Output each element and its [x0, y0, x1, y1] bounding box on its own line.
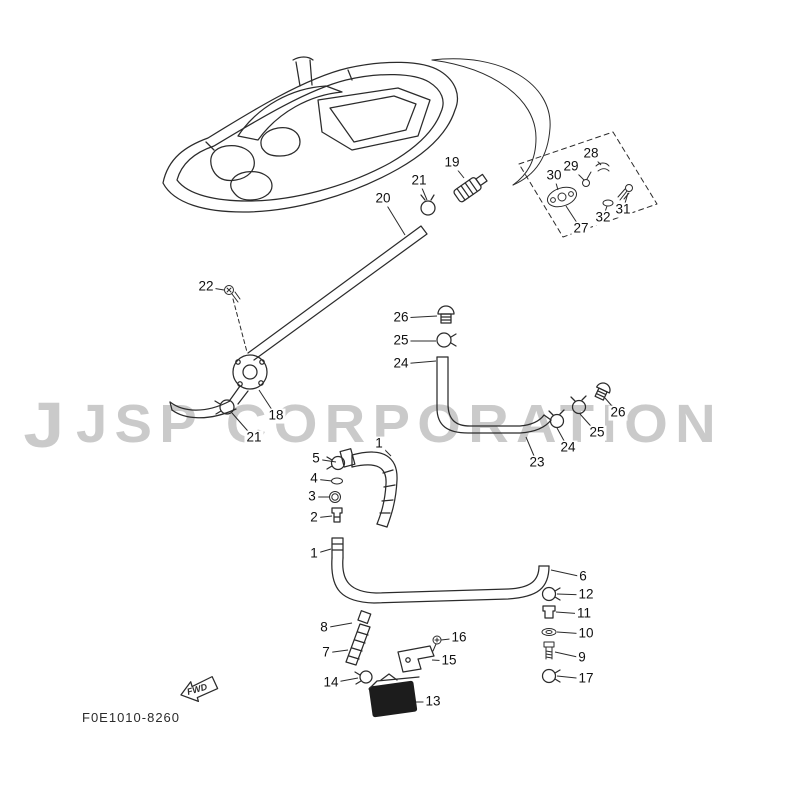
callout-24[interactable]: 24	[391, 355, 411, 372]
part-13-box	[368, 673, 420, 718]
part-12-clamp	[541, 586, 561, 602]
part-14-clamp	[354, 670, 373, 685]
callout-11[interactable]: 11	[574, 605, 594, 622]
callout-14[interactable]: 14	[321, 674, 341, 691]
callout-23[interactable]: 23	[527, 454, 547, 471]
part-29-fitting	[582, 171, 592, 187]
part-1-elbow-hose	[339, 448, 398, 528]
cable-swoosh	[431, 58, 551, 186]
part-16-screw	[432, 635, 442, 652]
part-8-fitting	[357, 610, 372, 625]
engine-hatch	[317, 87, 431, 151]
callout-1[interactable]: 1	[373, 435, 385, 452]
callout-12[interactable]: 12	[576, 586, 596, 603]
callout-29[interactable]: 29	[561, 158, 581, 175]
callout-4[interactable]: 4	[308, 470, 320, 487]
detail-box	[518, 131, 658, 238]
windshield	[237, 85, 343, 141]
callout-24[interactable]: 24	[558, 439, 578, 456]
part-9-bolt	[543, 641, 555, 660]
callout-31[interactable]: 31	[613, 201, 633, 218]
main-hose	[331, 557, 550, 604]
part-31-bolt	[617, 184, 633, 201]
part-15-bracket	[397, 645, 435, 673]
callout-10[interactable]: 10	[576, 625, 596, 642]
part-2-fitting	[331, 507, 343, 523]
part-28-clip	[595, 162, 610, 172]
part-10-washer	[541, 628, 557, 636]
boat-illustration	[162, 56, 459, 213]
callout-7[interactable]: 7	[320, 644, 332, 661]
part-22-screw	[224, 285, 248, 353]
part-5-clamp	[326, 455, 346, 471]
callout-19[interactable]: 19	[442, 154, 462, 171]
callout-3[interactable]: 3	[306, 488, 318, 505]
callout-9[interactable]: 9	[576, 649, 588, 666]
callout-27[interactable]: 27	[571, 220, 591, 237]
callout-25[interactable]: 25	[587, 424, 607, 441]
hose-23	[436, 356, 552, 434]
part-32-washer	[602, 199, 614, 207]
part-24-clamp-right	[548, 409, 565, 429]
callout-26[interactable]: 26	[391, 309, 411, 326]
part-17-clamp	[541, 668, 561, 684]
callout-26[interactable]: 26	[608, 404, 628, 421]
callout-5[interactable]: 5	[310, 450, 322, 467]
callout-28[interactable]: 28	[581, 145, 601, 162]
callout-21[interactable]: 21	[409, 172, 429, 189]
callout-21[interactable]: 21	[244, 429, 264, 446]
callout-22[interactable]: 22	[196, 278, 216, 295]
part-26-sensor-left	[437, 305, 455, 324]
part-20-tube	[247, 225, 428, 361]
part-25-clamp-left	[436, 332, 457, 348]
callout-17[interactable]: 17	[576, 670, 596, 687]
callout-6[interactable]: 6	[577, 568, 589, 585]
callout-32[interactable]: 32	[593, 209, 613, 226]
callout-25[interactable]: 25	[391, 332, 411, 349]
part-21-clamp-upper	[420, 194, 436, 216]
callout-13[interactable]: 13	[423, 693, 443, 710]
callout-2[interactable]: 2	[308, 509, 320, 526]
watermark: J JSP CORPORATION	[23, 389, 715, 461]
callout-18[interactable]: 18	[266, 407, 286, 424]
part-30-gasket	[546, 186, 578, 208]
seat	[230, 170, 273, 201]
part-19-connector	[453, 173, 488, 203]
callout-15[interactable]: 15	[439, 652, 459, 669]
callout-8[interactable]: 8	[318, 619, 330, 636]
hose-left	[169, 400, 237, 419]
part-25-clamp-right	[570, 395, 587, 415]
part-26-sensor-right	[594, 382, 611, 401]
callout-1[interactable]: 1	[308, 545, 320, 562]
jsp-logo: J	[23, 389, 65, 461]
seat	[210, 144, 255, 182]
callout-20[interactable]: 20	[373, 190, 393, 207]
callout-30[interactable]: 30	[544, 167, 564, 184]
part-7-tube	[345, 623, 371, 666]
part-11-fitting	[542, 605, 556, 619]
drawing-code: F0E1010-8260	[82, 710, 181, 725]
watermark-text: JSP CORPORATION	[75, 394, 723, 454]
part-1-stem	[331, 537, 344, 559]
callout-16[interactable]: 16	[449, 629, 469, 646]
part-21-clamp-lower	[214, 399, 235, 415]
part-18-flange	[229, 354, 268, 405]
seat	[260, 126, 301, 157]
